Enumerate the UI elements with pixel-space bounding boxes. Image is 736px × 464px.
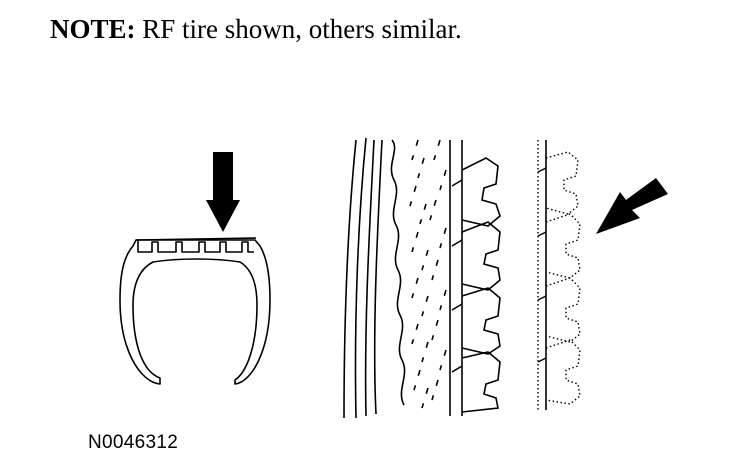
figure-id: N0046312 <box>88 432 179 453</box>
worn-tread-detail <box>537 140 581 410</box>
tire-cross-section <box>119 237 271 385</box>
note-line: NOTE: RF tire shown, others similar. <box>50 14 462 45</box>
diagonal-arrow-icon <box>596 178 668 234</box>
note-text: RF tire shown, others similar. <box>142 14 462 44</box>
note-label: NOTE: <box>50 14 136 44</box>
down-arrow-icon <box>206 152 240 232</box>
tread-surface-detail <box>343 137 501 419</box>
